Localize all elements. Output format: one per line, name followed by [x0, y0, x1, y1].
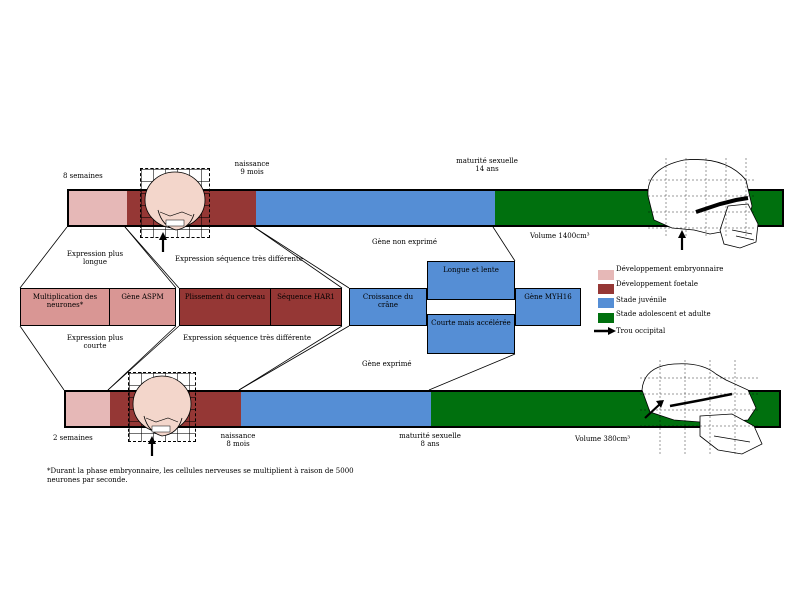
long-slow-label: Longue et lente: [443, 266, 499, 274]
neuron-multiplication-box: Multiplication des neurones*: [20, 288, 110, 326]
human-embryonic-segment: [69, 191, 127, 225]
legend-label-embryonic: Développement embryonnaire: [616, 265, 724, 273]
label-volume-chimp: Volume 380cm³: [575, 435, 631, 443]
label-8-weeks: 8 semaines: [63, 172, 103, 180]
skull-growth-box: Croissance du crâne: [349, 288, 427, 326]
gene-myh16-box: Gène MYH16: [515, 288, 581, 326]
label-maturity-human: maturité sexuelle 14 ans: [456, 157, 518, 173]
label-gene-expressed: Gène exprimé: [362, 360, 412, 368]
chimp-juvenile-segment: [241, 392, 431, 426]
human-juvenile-segment: [256, 191, 495, 225]
brain-folding-label: Plissement du cerveau: [184, 293, 266, 301]
label-2-weeks: 2 semaines: [53, 434, 93, 442]
chimp-embryonic-segment: [66, 392, 110, 426]
label-birth-chimp: naissance 8 mois: [220, 432, 256, 448]
skull-growth-label: Croissance du crâne: [362, 293, 414, 309]
human-fetal-head-icon: [144, 171, 206, 231]
label-gene-not-expressed: Gène non exprimé: [372, 238, 438, 246]
brain-folding-box: Plissement du cerveau: [179, 288, 271, 326]
gene-myh16-label: Gène MYH16: [524, 293, 572, 301]
seq-har1-label: Séquence HAR1: [277, 293, 335, 301]
label-expression-shorter: Expression plus courte: [66, 334, 124, 350]
label-volume-human: Volume 1400cm³: [530, 232, 590, 240]
long-slow-box: Longue et lente: [427, 261, 515, 300]
label-expression-seq-diff-top: Expression séquence très différente: [175, 255, 303, 263]
label-expression-seq-diff-bottom: Expression séquence très différente: [183, 334, 311, 342]
legend-swatch-embryonic: [598, 270, 614, 280]
label-birth-human: naissance 9 mois: [234, 160, 270, 176]
seq-har1-box: Séquence HAR1: [270, 288, 342, 326]
legend-label-fetal: Développement foetale: [616, 280, 699, 288]
legend-swatch-fetal: [598, 284, 614, 294]
label-expression-longer: Expression plus longue: [66, 250, 124, 266]
gene-aspm-label: Gène ASPM: [121, 293, 164, 301]
legend-label-juvenile: Stade juvénile: [616, 296, 667, 304]
legend-label-occipital: Trou occipital: [616, 327, 666, 335]
short-fast-label: Courte mais accélérée: [431, 319, 511, 327]
chimp-adult-skull-icon: [640, 360, 763, 455]
neuron-multiplication-label: Multiplication des neurones*: [32, 293, 98, 309]
chimp-fetal-head-icon: [132, 375, 192, 437]
gene-aspm-box: Gène ASPM: [109, 288, 176, 326]
label-maturity-chimp: maturité sexuelle 8 ans: [399, 432, 461, 448]
human-adult-skull-icon: [647, 158, 759, 249]
legend-label-adult: Stade adolescent et adulte: [616, 310, 711, 318]
legend-swatch-juvenile: [598, 298, 614, 308]
legend-swatch-adult: [598, 313, 614, 323]
legend-arrow-icon: [594, 327, 616, 335]
footnote: *Durant la phase embryonnaire, les cellu…: [47, 467, 354, 484]
short-fast-box: Courte mais accélérée: [427, 314, 515, 354]
